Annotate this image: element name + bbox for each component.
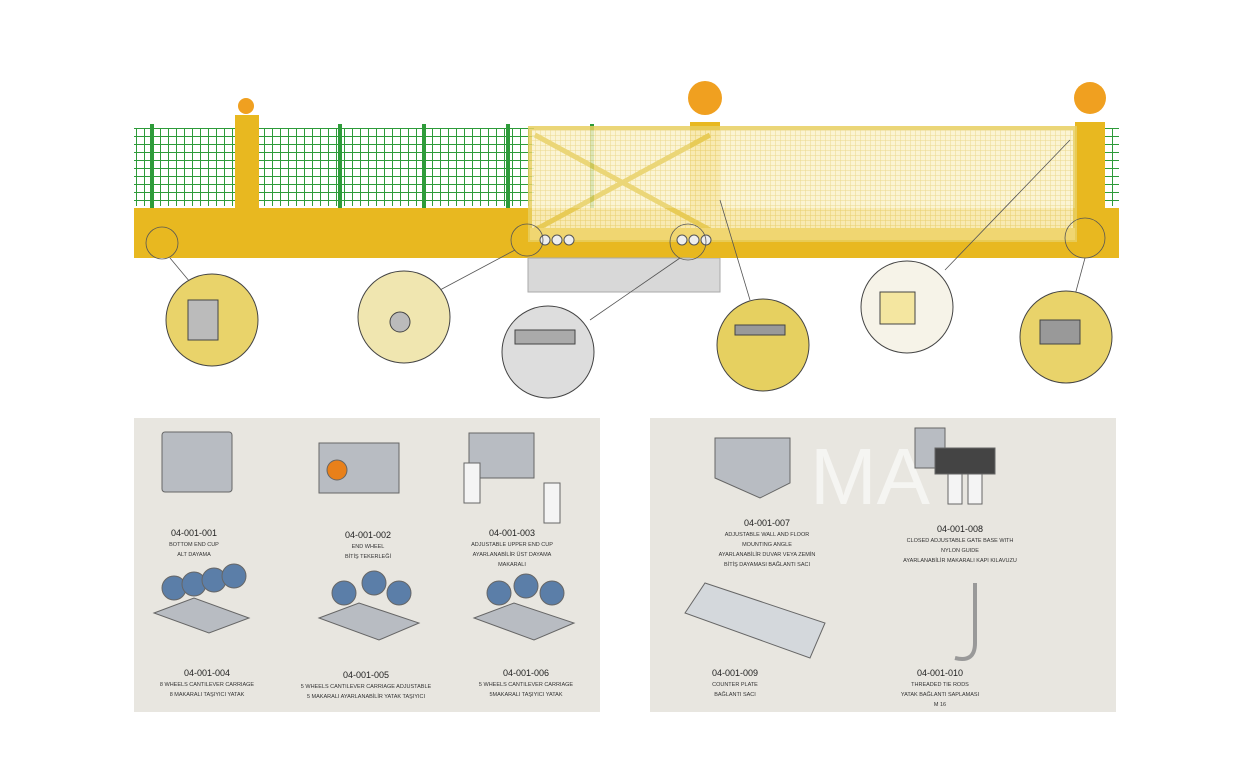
product-desc: BOTTOM END CUP	[169, 542, 219, 548]
product-images-right: MA	[684, 427, 996, 661]
watermark: MA	[810, 432, 931, 521]
product-desc: COUNTER PLATE	[712, 682, 758, 688]
product-desc: BİTİŞ DAYAMASI BAĞLANTI SACI	[724, 562, 810, 568]
gate-illustration	[134, 81, 1119, 399]
product-code: 04-001-005	[342, 670, 390, 680]
product-code: 04-001-007	[743, 518, 791, 528]
product-desc: 5 WHEELS CANTILEVER CARRIAGE	[478, 682, 574, 688]
product-desc: 5 WHEELS CANTILEVER CARRIAGE ADJUSTABLE	[300, 684, 432, 690]
product-desc: M 16	[933, 702, 947, 708]
product-desc: 8 WHEELS CANTILEVER CARRIAGE	[159, 682, 255, 688]
product-desc: ADJUSTABLE WALL AND FLOOR	[724, 532, 810, 538]
detail-circles	[165, 260, 1113, 399]
product-code: 04-001-008	[936, 524, 984, 534]
foundation	[527, 257, 721, 293]
product-code: 04-001-003	[488, 528, 536, 538]
product-desc: MAKARALI	[498, 562, 526, 568]
product-desc: AYARLANABİLİR DUVAR VEYA ZEMİN	[718, 552, 816, 558]
product-desc: AYARLANABİLİR ÜST DAYAMA	[472, 552, 552, 558]
product-04-001-004: 04-001-004 8 WHEELS CANTILEVER CARRIAGE 8 …	[160, 668, 254, 700]
product-code: 04-001-004	[183, 668, 231, 678]
product-desc: BİTİŞ TEKERLEĞİ	[344, 554, 392, 560]
product-desc: CLOSED ADJUSTABLE GATE BASE WITH	[906, 538, 1014, 544]
product-desc: AYARLANABİLİR MAKARALI KAPI KILAVUZU	[903, 558, 1017, 564]
product-desc: THREADED TIE RODS	[911, 682, 969, 688]
product-desc: NYLON GUIDE	[941, 548, 979, 554]
product-desc: 8 MAKARALI TAŞIYICI YATAK	[169, 692, 245, 698]
product-desc: 5 MAKARALI AYARLANABİLİR YATAK TAŞIYICI	[306, 694, 426, 700]
product-images-left	[152, 431, 576, 641]
product-desc: 5MAKARALI TAŞIYICI YATAK	[489, 692, 563, 698]
product-code: 04-001-006	[502, 668, 550, 678]
product-desc: YATAK BAĞLANTI SAPLAMASI	[900, 692, 980, 698]
product-code: 04-001-009	[711, 668, 759, 678]
product-desc: END WHEEL	[351, 544, 385, 550]
sliding-gate	[528, 126, 1077, 242]
detail-callouts	[145, 139, 1106, 321]
product-code: 04-001-010	[916, 668, 964, 678]
product-desc: ADJUSTABLE UPPER END CUP	[471, 542, 553, 548]
product-desc: MOUNTING ANGLE	[742, 542, 792, 548]
product-desc: ALT DAYAMA	[177, 552, 211, 558]
product-code: 04-001-001	[170, 528, 218, 538]
product-04-001-005: 04-001-005 5 WHEELS CANTILEVER CARRIAGE A…	[301, 670, 431, 702]
product-04-001-006: 04-001-006 5 WHEELS CANTILEVER CARRIAGE 5M…	[479, 668, 573, 700]
product-code: 04-001-002	[344, 530, 392, 540]
product-desc: BAĞLANTI SACI	[714, 692, 756, 698]
